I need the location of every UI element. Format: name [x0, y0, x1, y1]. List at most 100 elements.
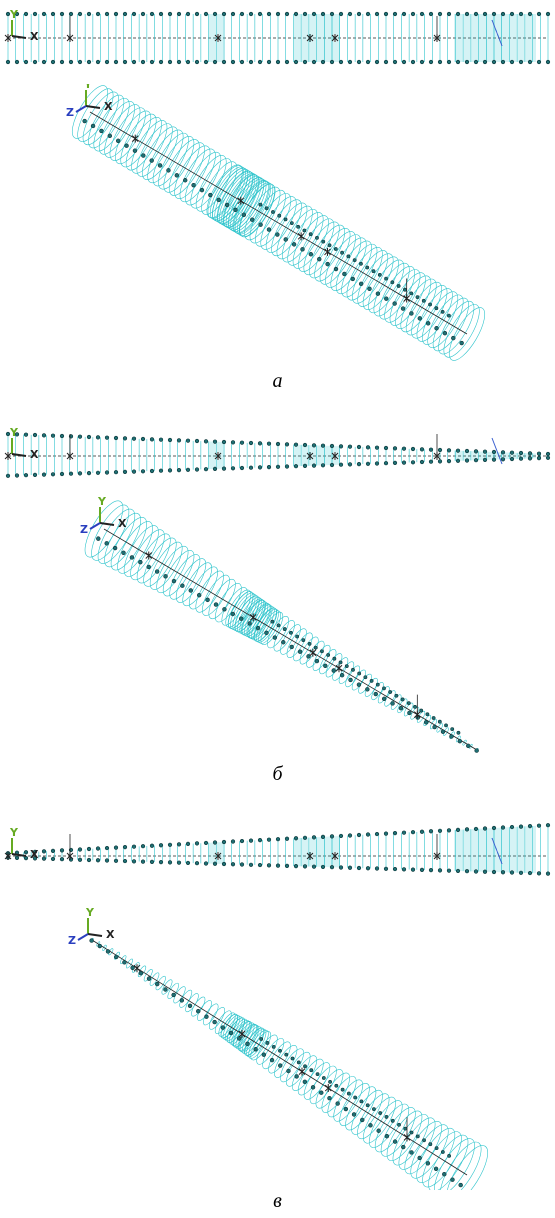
node-marker [327, 243, 332, 248]
node-marker [86, 846, 92, 852]
node-marker [425, 712, 430, 717]
node-marker [154, 569, 160, 574]
node-marker [383, 59, 389, 65]
node-marker [294, 1074, 299, 1079]
node-marker [130, 965, 135, 970]
node-marker [14, 59, 20, 65]
node-marker [158, 59, 164, 65]
node-marker [96, 536, 101, 541]
node-marker [224, 202, 230, 208]
side-view-b: YX [4, 426, 551, 478]
node-marker [248, 11, 254, 17]
node-marker [329, 865, 335, 870]
node-marker [59, 59, 65, 65]
centerline [103, 528, 478, 751]
node-marker [338, 444, 344, 449]
node-marker [104, 858, 110, 863]
node-marker [331, 668, 336, 673]
node-marker [482, 869, 488, 874]
node-marker [203, 439, 209, 444]
node-marker [428, 868, 434, 873]
node-marker [509, 11, 515, 17]
y-axis-label: Y [85, 906, 95, 919]
joint-marker [214, 452, 222, 460]
joint-marker [331, 852, 339, 860]
node-marker [289, 644, 294, 650]
node-marker [95, 470, 101, 475]
joint-marker [306, 452, 314, 460]
node-marker [5, 473, 11, 478]
node-marker [32, 856, 38, 861]
node-marker [482, 449, 488, 454]
node-marker [369, 679, 374, 683]
node-marker [283, 237, 288, 242]
node-marker [289, 630, 293, 635]
node-marker [99, 128, 104, 134]
node-marker [421, 298, 426, 303]
node-marker [401, 1144, 406, 1150]
node-marker [536, 11, 542, 17]
x-axis-label: X [106, 928, 115, 941]
node-marker [194, 438, 200, 444]
node-marker [365, 832, 371, 837]
node-marker [365, 11, 371, 17]
node-marker [527, 456, 533, 461]
node-marker [194, 11, 200, 17]
node-marker [176, 842, 182, 847]
node-marker [114, 954, 119, 960]
node-marker [394, 693, 399, 698]
node-marker [545, 59, 551, 65]
node-marker [474, 748, 479, 753]
node-marker [403, 287, 407, 292]
node-marker [140, 469, 146, 474]
node-marker [271, 210, 275, 214]
node-marker [518, 450, 524, 456]
node-marker [171, 992, 176, 998]
node-marker [5, 431, 11, 437]
node-marker [437, 59, 443, 65]
node-marker [457, 738, 463, 744]
node-marker [437, 828, 443, 833]
node-marker [378, 1111, 383, 1115]
node-marker [113, 435, 119, 441]
joint-marker [335, 664, 343, 673]
node-marker [32, 59, 38, 65]
node-marker [339, 673, 345, 678]
node-marker [375, 682, 380, 687]
node-marker [293, 442, 299, 447]
node-marker [444, 723, 448, 728]
node-marker [536, 455, 542, 461]
node-marker [14, 11, 20, 17]
node-marker [325, 261, 330, 267]
node-marker [176, 467, 182, 473]
node-marker [491, 59, 497, 65]
node-marker [329, 59, 335, 65]
node-marker [89, 938, 94, 943]
node-marker [319, 1090, 324, 1095]
node-marker [194, 841, 200, 846]
node-marker [295, 634, 300, 639]
node-marker [415, 1134, 420, 1139]
node-marker [300, 247, 305, 252]
node-marker [122, 59, 128, 65]
node-marker [59, 848, 65, 853]
node-marker [32, 472, 38, 478]
x-axis-arrow [85, 105, 101, 109]
node-marker [23, 473, 29, 478]
node-marker [425, 1161, 431, 1166]
node-marker [401, 446, 407, 451]
node-marker [509, 59, 515, 65]
node-marker [320, 59, 326, 65]
node-marker [419, 708, 424, 713]
node-marker [221, 466, 227, 471]
node-marker [392, 301, 397, 306]
node-marker [50, 433, 56, 438]
node-marker [347, 444, 353, 449]
node-marker [359, 1099, 364, 1104]
node-marker [158, 11, 164, 17]
node-marker [401, 11, 407, 17]
node-marker [284, 863, 290, 868]
node-marker [302, 11, 308, 17]
node-marker [194, 861, 200, 866]
